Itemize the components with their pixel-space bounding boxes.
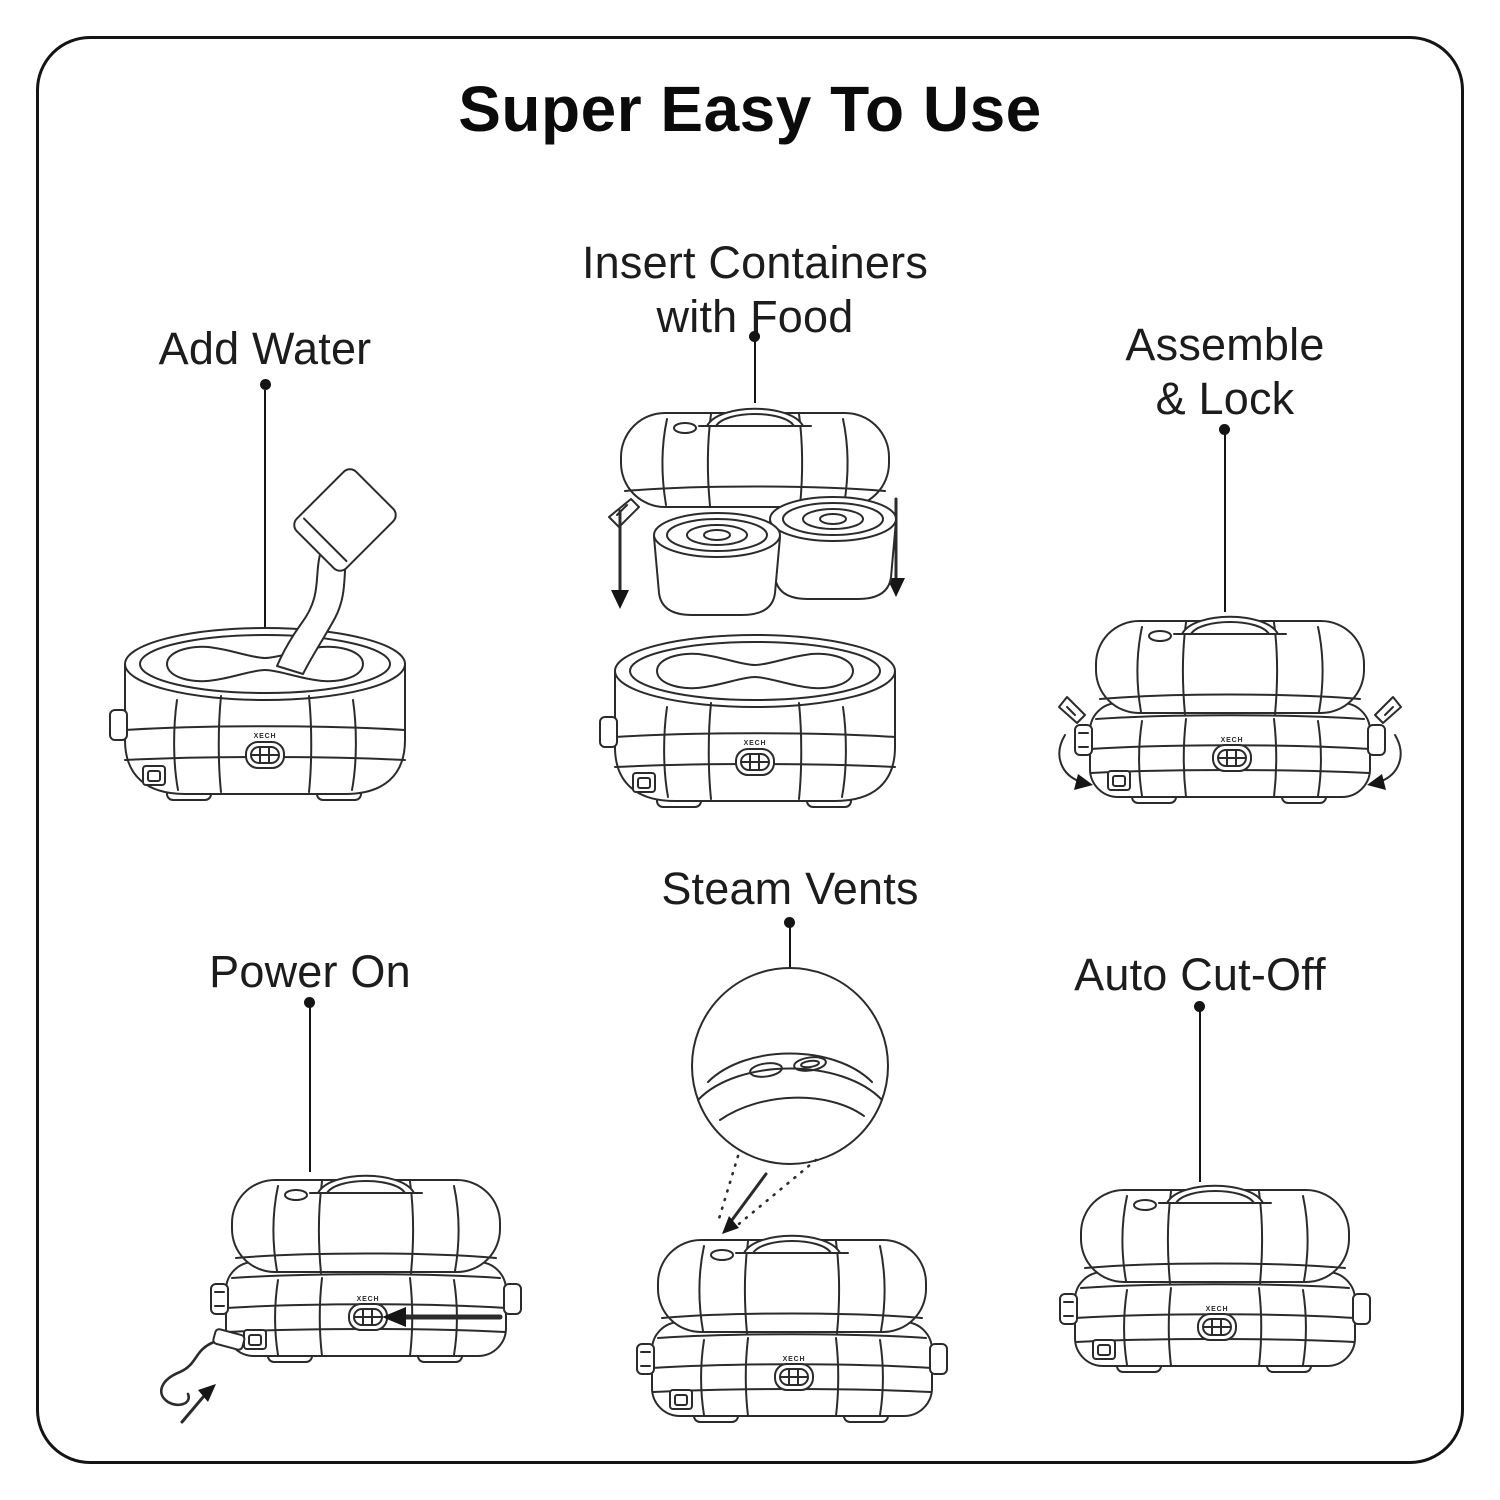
insert-containers-illustration: XECH	[599, 407, 905, 808]
brand-label: XECH	[783, 1356, 806, 1363]
lock-arrow-icon	[1058, 734, 1082, 783]
latch-flap	[1374, 696, 1402, 724]
leader-line	[789, 927, 791, 968]
step-label-add-water: Add Water	[115, 322, 415, 376]
leader-line	[754, 341, 756, 403]
callout-dotted-line	[732, 1158, 818, 1230]
step-label-line: Assemble	[1125, 319, 1325, 370]
leader-line	[309, 1007, 311, 1172]
steam-vent-detail	[749, 1062, 783, 1078]
latch-flap	[1058, 696, 1086, 724]
lock-arrow-head	[1074, 774, 1093, 790]
plug-arrow-icon	[180, 1394, 206, 1424]
plug-arrow-head	[198, 1384, 216, 1402]
water-stream	[276, 535, 354, 675]
step-label-line: Power On	[209, 946, 411, 997]
leader-line	[1199, 1011, 1201, 1182]
latch-flap-slot	[1066, 706, 1076, 716]
step-label-assemble-lock: Assemble & Lock	[1075, 318, 1375, 426]
leader-line	[264, 390, 266, 628]
vent-arrow-icon	[730, 1172, 768, 1222]
lid-seam-detail	[707, 1052, 873, 1083]
brand-label: XECH	[1206, 1306, 1229, 1313]
steam-vent-detail	[800, 1059, 820, 1069]
lid-seam-detail	[719, 1096, 865, 1121]
step-label-insert-containers: Insert Containers with Food	[530, 236, 980, 344]
step-label-steam-vents: Steam Vents	[640, 862, 940, 916]
auto-cut-off-illustration: XECH	[1059, 1184, 1371, 1373]
brand-label: XECH	[1221, 737, 1244, 744]
leader-dot	[1219, 424, 1230, 435]
leader-dot	[749, 331, 760, 342]
power-plug	[212, 1328, 246, 1351]
power-on-illustration: XECH	[159, 1174, 522, 1424]
add-water-illustration: XECH	[109, 468, 406, 801]
leader-dot	[304, 997, 315, 1008]
power-button-arrow-head	[382, 1307, 406, 1327]
down-arrow-head	[611, 590, 629, 609]
steam-vent-detail	[793, 1056, 827, 1072]
brand-label: XECH	[744, 740, 767, 747]
leader-dot	[1194, 1001, 1205, 1012]
leader-line	[1224, 434, 1226, 612]
lock-arrow-head	[1367, 774, 1386, 790]
assemble-lock-illustration: XECH	[1058, 615, 1402, 804]
step-label-line: & Lock	[1155, 373, 1295, 424]
lunchbox-drawing	[1059, 1184, 1371, 1373]
power-cord	[159, 1340, 216, 1407]
brand-label: XECH	[254, 733, 277, 740]
lid-seam-detail	[697, 1067, 883, 1101]
leader-dot	[260, 379, 271, 390]
step-label-auto-cut-off: Auto Cut-Off	[1050, 948, 1350, 1002]
step-label-line: Insert Containers	[581, 237, 929, 288]
leader-dot	[784, 917, 795, 928]
steam-vents-illustration: XECH	[636, 967, 948, 1423]
step-label-line: Auto Cut-Off	[1074, 949, 1326, 1000]
pouring-cup	[293, 468, 397, 572]
brand-label: XECH	[357, 1296, 380, 1303]
page-title: Super Easy To Use	[458, 73, 1042, 145]
step-label-line: Steam Vents	[661, 863, 919, 914]
vent-arrow-head	[722, 1216, 739, 1234]
latch-flap-slot	[1384, 706, 1394, 716]
lock-arrow-icon	[1378, 734, 1402, 783]
magnifier-circle	[691, 967, 889, 1165]
step-label-line: Add Water	[158, 323, 372, 374]
step-label-power-on: Power On	[160, 945, 460, 999]
down-arrow-head	[887, 578, 905, 597]
